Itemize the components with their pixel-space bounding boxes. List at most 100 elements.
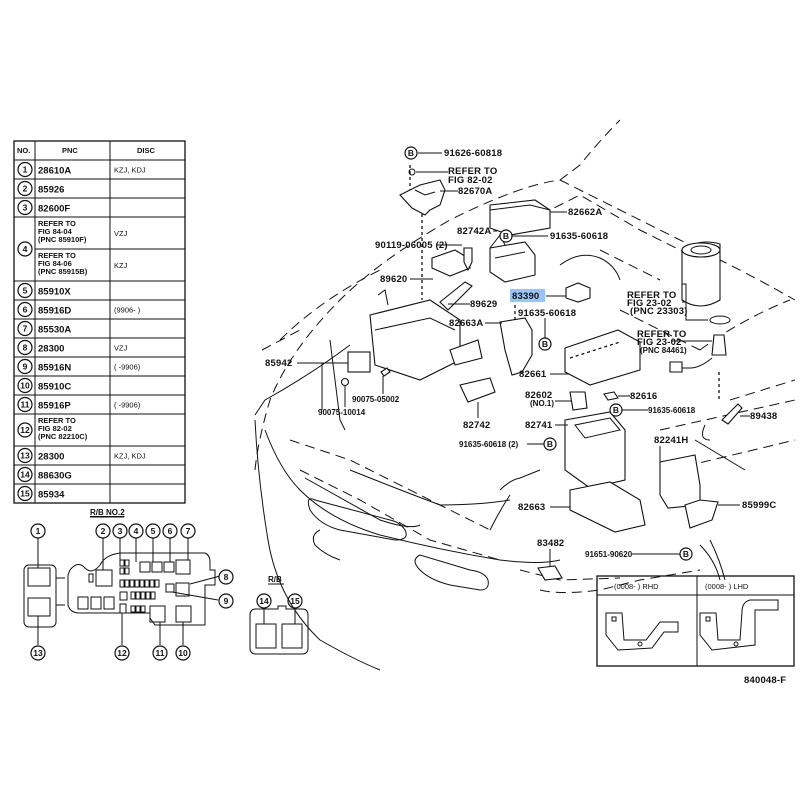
- row-pnc-line: REFER TO: [38, 219, 76, 228]
- bolt-b-icon: B: [404, 146, 418, 160]
- svg-text:3: 3: [118, 526, 123, 536]
- part-82670A: [399, 179, 446, 216]
- row-number: 9: [23, 362, 28, 372]
- variant-table: (0008- ) RHD (0008- ) LHD: [596, 575, 795, 667]
- row-number: 4: [23, 244, 28, 254]
- row-disc: KZJ, KDJ: [114, 166, 146, 175]
- row-pnc-line: REFER TO: [38, 251, 76, 260]
- label-90075-10014: 90075-10014: [318, 408, 366, 417]
- callout-11: 11: [152, 645, 168, 661]
- label-82662A: 82662A: [568, 207, 602, 218]
- row-disc: (9906- ): [114, 306, 141, 315]
- row-disc: VZJ: [114, 229, 128, 238]
- label-refer-84461-line2: FIG 23-02: [637, 337, 682, 348]
- row-number-circle: [17, 339, 33, 356]
- label-83390[interactable]: 83390: [512, 291, 539, 302]
- svg-text:6: 6: [168, 526, 173, 536]
- row-number-circle: [17, 358, 33, 375]
- callout-5: 5: [145, 523, 161, 539]
- part-82742: [459, 377, 496, 403]
- row-number-circle: [17, 396, 33, 413]
- label-82670A: 82670A: [458, 186, 492, 197]
- label-91635-60618-c: 91635-60618: [648, 406, 696, 415]
- row-number: 2: [23, 184, 28, 194]
- part-89438: [721, 403, 743, 425]
- table-row: 2 85926: [17, 180, 64, 197]
- bolt-b-icon: B: [609, 403, 623, 417]
- variant-lhd-header: (0008- ) LHD: [705, 582, 749, 591]
- vehicle-body-outline: [254, 119, 796, 671]
- part-82661: [564, 329, 641, 386]
- row-pnc: 88630G: [38, 471, 72, 482]
- label-82742: 82742: [463, 420, 490, 431]
- bracket-lhd-drawing: [699, 599, 779, 651]
- part-labels: 91626-60818 REFER TO FIG 82-02 82670A 82…: [265, 148, 777, 566]
- row-number-circle: [17, 447, 33, 464]
- row-number-circle: [17, 161, 33, 178]
- label-89629: 89629: [470, 299, 497, 310]
- row-pnc-line: FIG 84-06: [38, 259, 72, 268]
- part-83390: [565, 282, 591, 303]
- part-85999C: [684, 499, 719, 529]
- part-82663A: [499, 317, 533, 376]
- row-number: 10: [20, 381, 30, 391]
- part-82663: [569, 481, 646, 533]
- callout-2: 2: [95, 523, 111, 539]
- row-number-circle: [17, 301, 33, 318]
- row-pnc: 85934: [38, 490, 65, 501]
- svg-text:12: 12: [117, 648, 127, 658]
- svg-text:11: 11: [156, 648, 165, 658]
- label-refer-23303-line1: REFER TO: [627, 290, 676, 301]
- svg-text:2: 2: [101, 526, 106, 536]
- row-number: 14: [20, 470, 30, 480]
- callout-13: 13: [30, 645, 46, 661]
- label-82602-note: (NO.1): [530, 399, 554, 408]
- label-85999C: 85999C: [742, 500, 776, 511]
- label-85942: 85942: [265, 358, 292, 369]
- label-refer-fig-82-02-line1: REFER TO: [448, 166, 497, 177]
- row-pnc: 85910X: [38, 287, 71, 298]
- svg-text:15: 15: [290, 596, 300, 606]
- rb-no2-title: R/B NO.2: [90, 508, 125, 517]
- table-row: 15 85934: [17, 485, 65, 502]
- callout-15: 15: [287, 593, 303, 609]
- svg-text:B: B: [503, 231, 509, 241]
- part-85942: [347, 351, 371, 373]
- part-90075-05002: [380, 367, 391, 377]
- svg-text:B: B: [683, 549, 689, 559]
- row-pnc-line: FIG 84-04: [38, 227, 73, 236]
- label-refer-23303-line2: FIG 23-02: [627, 298, 672, 309]
- label-refer-23303-line3: (PNC 23303): [630, 306, 688, 317]
- row-disc: ( -9906): [114, 401, 141, 410]
- svg-text:8: 8: [224, 572, 229, 582]
- variant-rhd-header: (0008- ) RHD: [614, 582, 659, 591]
- row-number: 15: [20, 489, 30, 499]
- label-83482: 83482: [537, 538, 564, 549]
- callout-8: 8: [218, 569, 234, 585]
- part-82241H: [659, 454, 701, 509]
- callout-7: 7: [180, 523, 196, 539]
- label-refer-fig-82-02-line2: FIG 82-02: [448, 175, 493, 186]
- row-pnc: 85926: [38, 185, 64, 196]
- callout-1: 1: [30, 523, 46, 539]
- bracket-rhd-drawing: [605, 612, 679, 651]
- bolt-b-icon: B: [538, 337, 552, 351]
- label-91651-90620: 91651-90620: [585, 550, 633, 559]
- svg-text:5: 5: [151, 526, 156, 536]
- callout-3: 3: [112, 523, 128, 539]
- part-90119-bolt: [463, 247, 473, 272]
- row-number-circle: [17, 377, 33, 394]
- part-89620: [431, 249, 471, 277]
- label-refer-84461-line1: REFER TO: [637, 329, 686, 340]
- row-number-circle: [17, 241, 33, 257]
- svg-text:B: B: [613, 405, 619, 415]
- svg-text:4: 4: [134, 526, 139, 536]
- row-disc: KZJ, KDJ: [114, 452, 146, 461]
